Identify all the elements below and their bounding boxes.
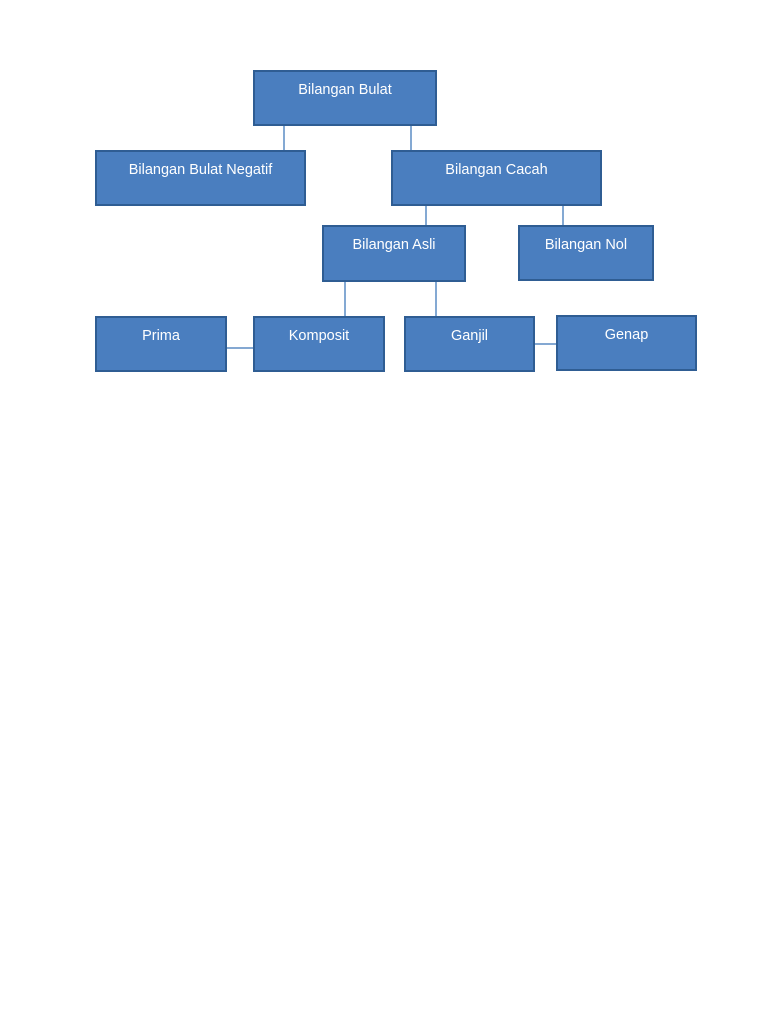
node-label: Bilangan Bulat xyxy=(298,82,392,98)
node-ganjil: Ganjil xyxy=(404,316,535,372)
node-label: Genap xyxy=(604,327,649,343)
node-label: Bilangan Cacah xyxy=(445,162,548,178)
node-bilangan-bulat-negatif: Bilangan Bulat Negatif xyxy=(95,150,306,206)
node-prima: Prima xyxy=(95,316,227,372)
node-label: Bilangan Nol xyxy=(544,237,628,253)
node-komposit: Komposit xyxy=(253,316,385,372)
node-bilangan-bulat: Bilangan Bulat xyxy=(253,70,437,126)
node-label: Bilangan Asli xyxy=(352,237,436,253)
node-label: Prima xyxy=(142,328,180,344)
node-bilangan-asli: Bilangan Asli xyxy=(322,225,466,282)
node-label: Komposit xyxy=(288,328,350,344)
node-bilangan-nol: Bilangan Nol xyxy=(518,225,654,281)
node-bilangan-cacah: Bilangan Cacah xyxy=(391,150,602,206)
node-genap: Genap xyxy=(556,315,697,371)
node-label: Bilangan Bulat Negatif xyxy=(128,162,273,178)
node-label: Ganjil xyxy=(450,328,489,344)
